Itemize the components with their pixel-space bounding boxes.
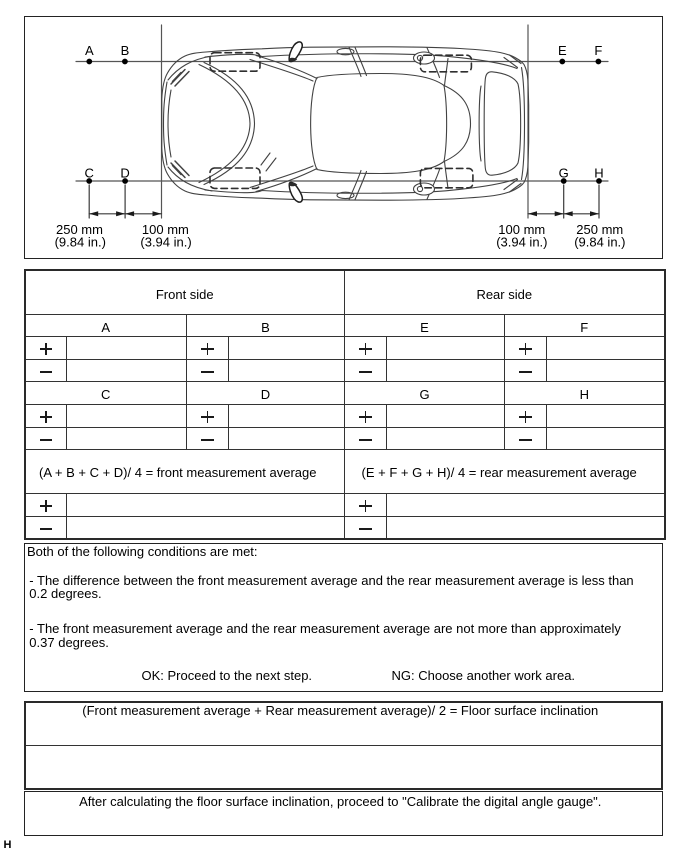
- svg-text:(3.94 in.): (3.94 in.): [496, 235, 547, 250]
- svg-text:100 mm: 100 mm: [498, 222, 545, 237]
- svg-text:C: C: [85, 166, 94, 181]
- svg-text:(9.84 in.): (9.84 in.): [55, 235, 106, 250]
- svg-text:250 mm: 250 mm: [576, 222, 623, 237]
- svg-text:G: G: [559, 166, 569, 181]
- svg-text:(9.84 in.): (9.84 in.): [574, 235, 625, 250]
- svg-text:(3.94 in.): (3.94 in.): [140, 235, 191, 250]
- svg-text:B: B: [121, 43, 130, 58]
- svg-text:A: A: [85, 43, 94, 58]
- svg-text:250 mm: 250 mm: [56, 222, 103, 237]
- svg-text:F: F: [594, 43, 602, 58]
- svg-text:E: E: [558, 43, 567, 58]
- svg-text:100 mm: 100 mm: [142, 222, 189, 237]
- svg-text:H: H: [594, 166, 603, 181]
- svg-text:D: D: [120, 166, 129, 181]
